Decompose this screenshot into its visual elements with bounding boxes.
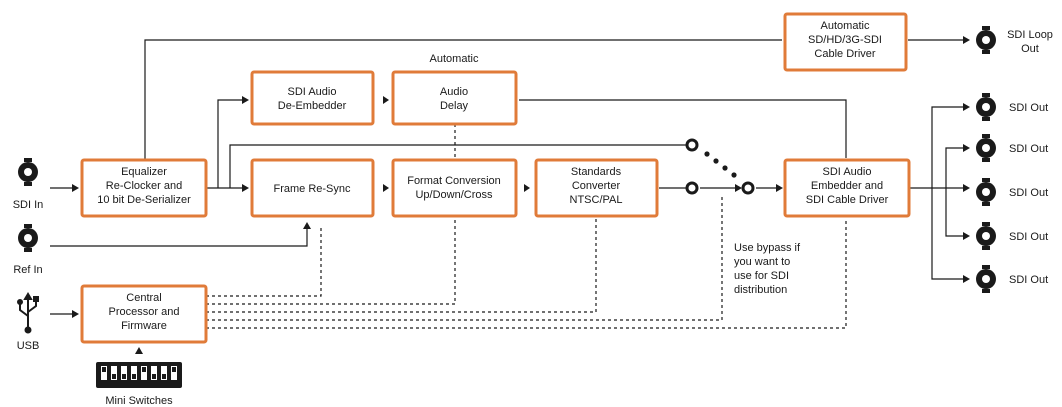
format-conversion-line-1: Format Conversion — [407, 175, 501, 187]
block-audio-delay: Audio Delay — [391, 70, 518, 126]
sdi-in-label: SDI In — [13, 199, 44, 211]
sdi-out-connector: SDI Out — [976, 178, 1048, 206]
ref-in-connector: Ref In — [13, 224, 43, 276]
standards-line-1: Standards — [571, 166, 622, 178]
bypass-note-line-2: you want to — [734, 256, 790, 268]
usb-icon — [17, 292, 39, 334]
bnc-connector-icon — [976, 93, 996, 121]
block-equalizer: Equalizer Re-Clocker and 10 bit De-Seria… — [80, 158, 208, 218]
block-processor: Central Processor and Firmware — [80, 284, 208, 344]
embedder-line-1: SDI Audio — [823, 166, 872, 178]
ref-in-label: Ref In — [13, 264, 42, 276]
automatic-label: Automatic — [430, 53, 479, 65]
audio-delay-line-2: Delay — [440, 100, 469, 112]
embedder-line-2: Embedder and — [811, 180, 883, 192]
loop-out-label-1: SDI Loop — [1007, 29, 1053, 41]
cable-driver-line-3: Cable Driver — [814, 48, 875, 60]
sdi-out-label: SDI Out — [1009, 187, 1048, 199]
equalizer-line-2: Re-Clocker and — [106, 180, 182, 192]
usb-port: USB — [17, 292, 40, 352]
bnc-connector-icon — [976, 178, 996, 206]
standards-line-3: NTSC/PAL — [570, 194, 623, 206]
sdi-out-label: SDI Out — [1009, 274, 1048, 286]
embedder-line-3: SDI Cable Driver — [806, 194, 889, 206]
control-lines — [206, 124, 847, 329]
block-standards-converter: Standards Converter NTSC/PAL — [534, 158, 659, 218]
mini-switches: Mini Switches — [96, 362, 182, 407]
loop-out-label-2: Out — [1021, 43, 1039, 55]
bnc-connector-icon — [976, 222, 996, 250]
block-cable-driver: Automatic SD/HD/3G-SDI Cable Driver — [783, 12, 908, 72]
sdi-out-label: SDI Out — [1009, 102, 1048, 114]
processor-line-2: Processor and — [109, 306, 180, 318]
processor-line-1: Central — [126, 292, 161, 304]
bypass-note-line-4: distribution — [734, 284, 787, 296]
bnc-connector-icon — [976, 26, 996, 54]
standards-line-2: Converter — [572, 180, 621, 192]
sdi-out-connector: SDI Out — [976, 134, 1048, 162]
cable-driver-line-1: Automatic — [821, 20, 870, 32]
sdi-out-connector: SDI Out — [976, 222, 1048, 250]
block-frame-resync: Frame Re-Sync — [250, 158, 375, 218]
deembedder-line-2: De-Embedder — [278, 100, 347, 112]
dip-switch-icon — [96, 362, 182, 388]
block-audio-deembedder: SDI Audio De-Embedder — [250, 70, 375, 126]
equalizer-line-3: 10 bit De-Serializer — [97, 194, 191, 206]
block-audio-embedder: SDI Audio Embedder and SDI Cable Driver — [783, 158, 911, 218]
cable-driver-line-2: SD/HD/3G-SDI — [808, 34, 882, 46]
sdi-loop-out-connector: SDI Loop Out — [976, 26, 1053, 55]
frame-resync-label: Frame Re-Sync — [273, 183, 351, 195]
bypass-note-line-1: Use bypass if — [734, 242, 801, 254]
signal-wires — [50, 36, 970, 354]
audio-delay-line-1: Audio — [440, 86, 468, 98]
equalizer-line-1: Equalizer — [121, 166, 167, 178]
bnc-connector-icon — [18, 224, 38, 252]
bypass-switch — [685, 138, 755, 195]
sdi-in-connector: SDI In — [13, 158, 44, 211]
bnc-connector-icon — [18, 158, 38, 186]
bypass-note: Use bypass if you want to use for SDI di… — [734, 242, 801, 296]
sdi-out-label: SDI Out — [1009, 143, 1048, 155]
sdi-out-connector: SDI Out — [976, 93, 1048, 121]
block-format-conversion: Format Conversion Up/Down/Cross — [391, 158, 518, 218]
sdi-out-label: SDI Out — [1009, 231, 1048, 243]
bypass-note-line-3: use for SDI — [734, 270, 789, 282]
bnc-connector-icon — [976, 134, 996, 162]
deembedder-line-1: SDI Audio — [288, 86, 337, 98]
mini-switches-label: Mini Switches — [105, 395, 173, 407]
processor-line-3: Firmware — [121, 320, 167, 332]
usb-label: USB — [17, 340, 40, 352]
bnc-connector-icon — [976, 265, 996, 293]
format-conversion-line-2: Up/Down/Cross — [415, 189, 493, 201]
sdi-out-connector: SDI Out — [976, 265, 1048, 293]
